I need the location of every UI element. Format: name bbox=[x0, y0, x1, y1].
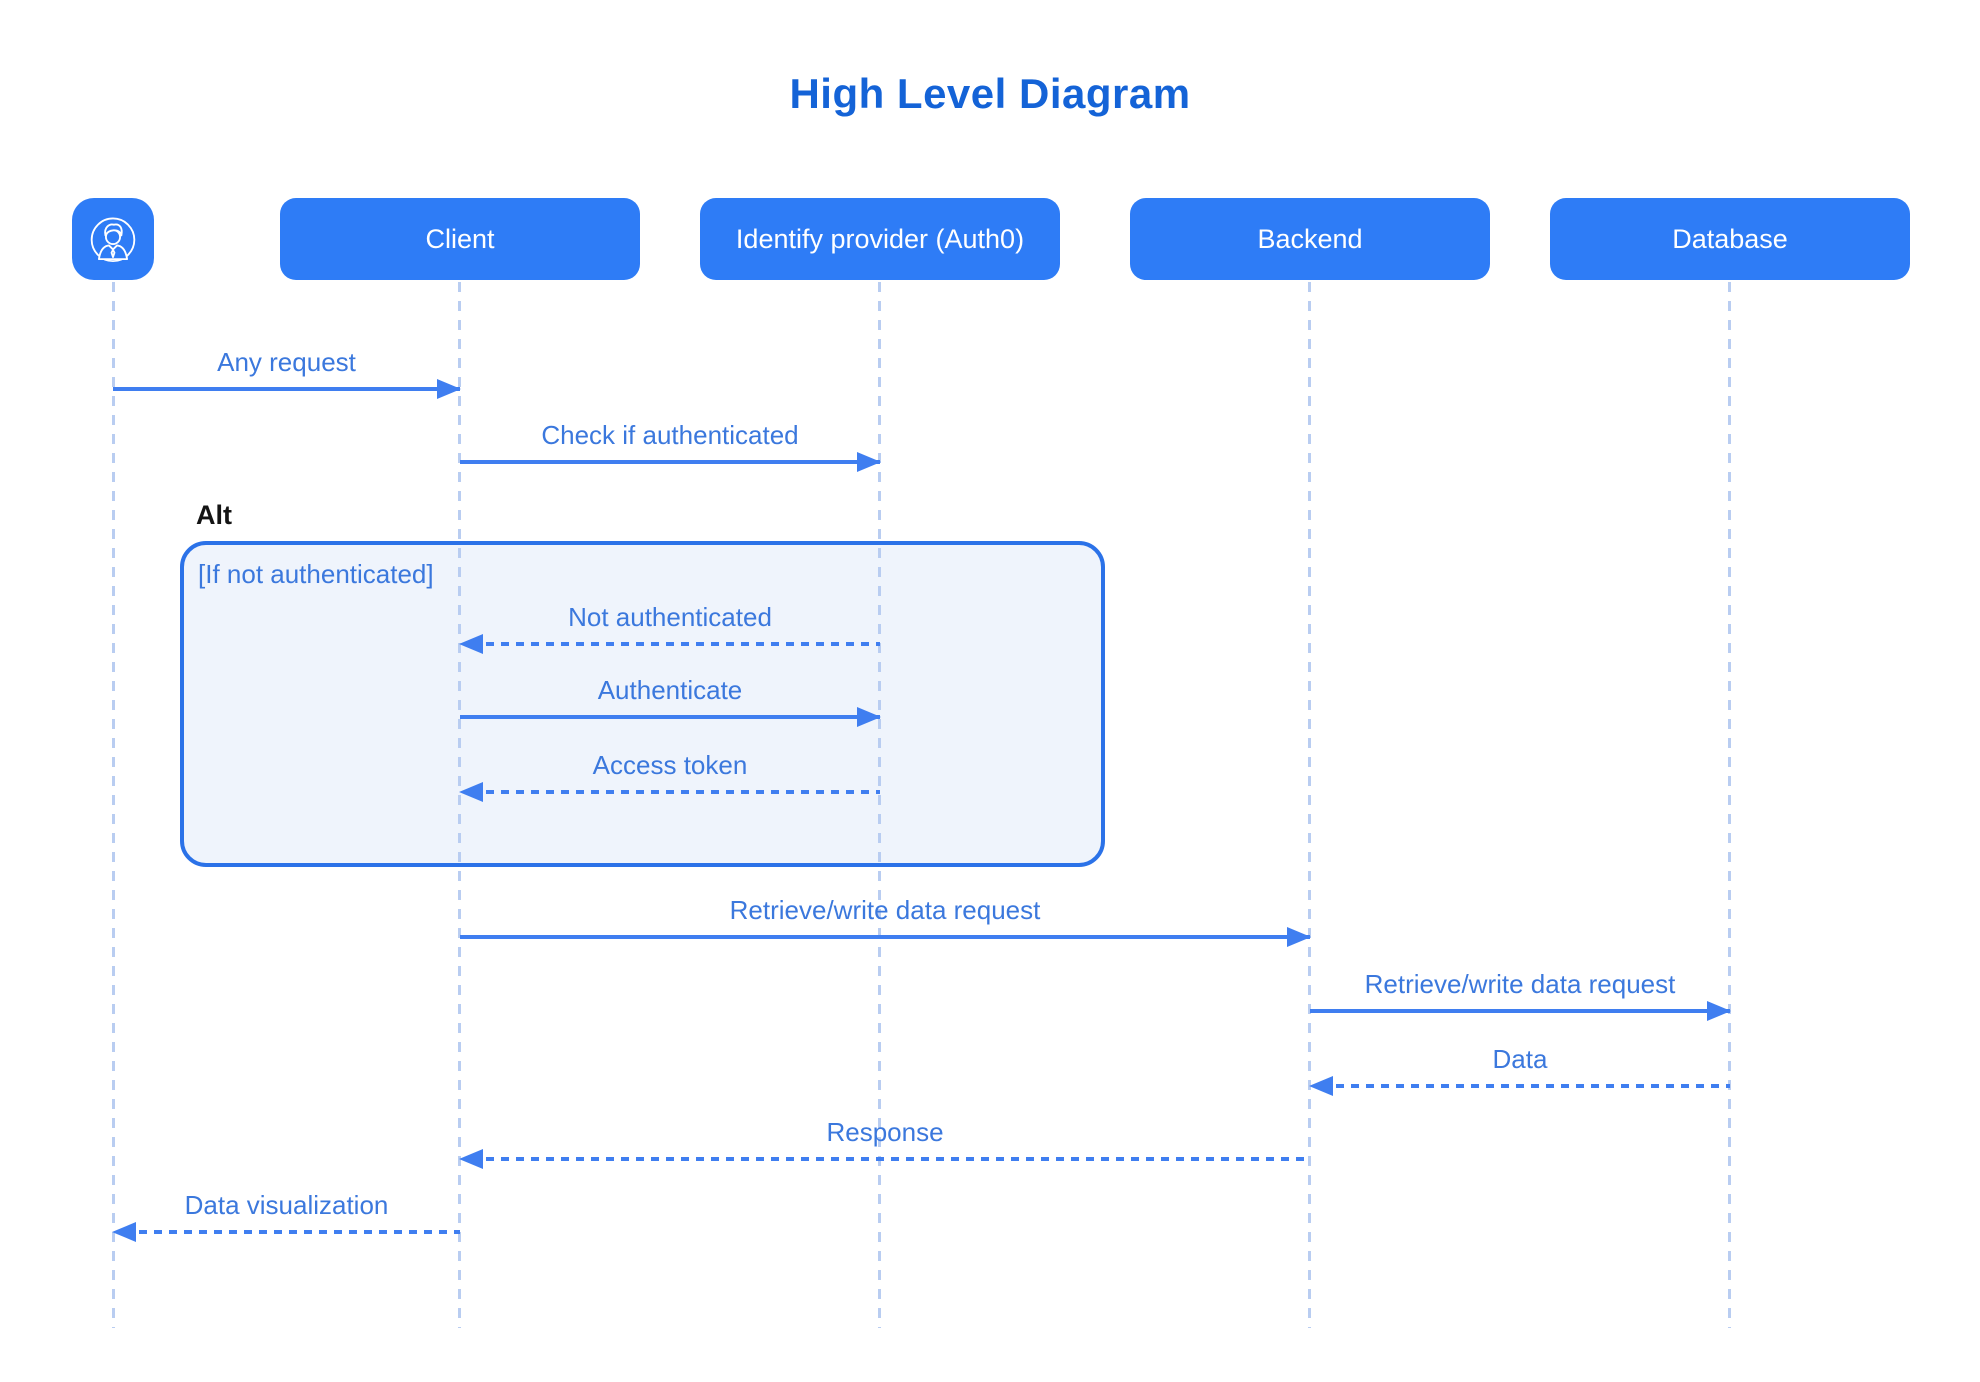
arrowhead-right-icon bbox=[1287, 927, 1311, 947]
actor-label: Backend bbox=[1257, 223, 1363, 254]
actor-backend: Backend bbox=[1130, 198, 1490, 280]
message-label: Not authenticated bbox=[568, 602, 772, 632]
message-data: Data bbox=[1309, 1044, 1730, 1096]
actor-identity-provider: Identify provider (Auth0) bbox=[700, 198, 1060, 280]
lifeline-identity-provider bbox=[878, 282, 881, 1328]
actor-database: Database bbox=[1550, 198, 1910, 280]
message-not-authenticated: Not authenticated bbox=[459, 602, 880, 654]
message-line bbox=[112, 1222, 460, 1242]
arrowhead-right-icon bbox=[857, 452, 881, 472]
actor-label: Database bbox=[1672, 223, 1788, 254]
alt-guard-label: [If not authenticated] bbox=[198, 559, 434, 589]
message-line bbox=[460, 927, 1311, 947]
message-response: Response bbox=[459, 1117, 1310, 1169]
actor-label: Identify provider (Auth0) bbox=[735, 223, 1025, 254]
user-avatar-icon bbox=[90, 217, 136, 263]
message-line bbox=[1309, 1076, 1730, 1096]
message-line bbox=[1310, 1001, 1731, 1021]
lifeline-user bbox=[112, 282, 115, 1328]
message-line bbox=[459, 634, 880, 654]
message-check-if-authenticated: Check if authenticated bbox=[460, 420, 881, 472]
arrowhead-left-icon bbox=[459, 634, 483, 654]
message-any-request: Any request bbox=[113, 347, 461, 399]
message-authenticate: Authenticate bbox=[460, 675, 881, 727]
message-access-token: Access token bbox=[459, 750, 880, 802]
lifeline-backend bbox=[1308, 282, 1311, 1328]
message-line bbox=[113, 379, 461, 399]
message-label: Check if authenticated bbox=[541, 420, 799, 450]
page-title: High Level Diagram bbox=[789, 70, 1191, 117]
message-label: Response bbox=[826, 1117, 944, 1147]
arrowhead-left-icon bbox=[459, 1149, 483, 1169]
message-retrieve-write-client-backend: Retrieve/write data request bbox=[460, 895, 1311, 947]
message-label: Authenticate bbox=[597, 675, 743, 705]
arrowhead-right-icon bbox=[437, 379, 461, 399]
message-line bbox=[459, 782, 880, 802]
arrowhead-right-icon bbox=[1707, 1001, 1731, 1021]
alt-fragment-box: [If not authenticated] bbox=[180, 541, 1105, 867]
alt-fragment-label: Alt bbox=[196, 500, 232, 530]
message-retrieve-write-backend-database: Retrieve/write data request bbox=[1310, 969, 1731, 1021]
actor-user bbox=[72, 198, 154, 280]
message-label: Data visualization bbox=[184, 1190, 389, 1220]
lifeline-client bbox=[458, 282, 461, 1328]
message-line bbox=[460, 452, 881, 472]
actor-label: Client bbox=[425, 223, 495, 254]
arrowhead-right-icon bbox=[857, 707, 881, 727]
message-label: Access token bbox=[592, 750, 748, 780]
message-label: Retrieve/write data request bbox=[729, 895, 1041, 925]
arrowhead-left-icon bbox=[1309, 1076, 1333, 1096]
lifeline-database bbox=[1728, 282, 1731, 1328]
actor-client: Client bbox=[280, 198, 640, 280]
message-data-visualization: Data visualization bbox=[112, 1190, 460, 1242]
message-line bbox=[459, 1149, 1310, 1169]
arrowhead-left-icon bbox=[112, 1222, 136, 1242]
message-line bbox=[460, 707, 881, 727]
arrowhead-left-icon bbox=[459, 782, 483, 802]
message-label: Any request bbox=[217, 347, 356, 377]
message-label: Retrieve/write data request bbox=[1364, 969, 1676, 999]
message-label: Data bbox=[1492, 1044, 1548, 1074]
